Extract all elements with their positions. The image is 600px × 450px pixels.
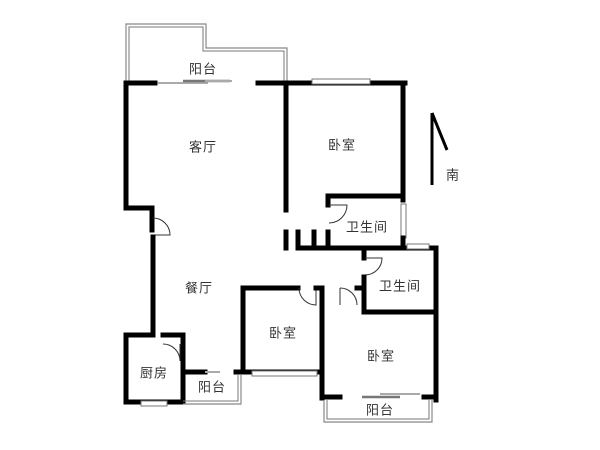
- room-label-bedroom-3: 卧室: [366, 349, 396, 365]
- room-label-master-bedroom: 卧室: [327, 138, 357, 154]
- room-label-balcony-bottom: 阳台: [365, 403, 395, 419]
- compass-north-arrow-icon: [430, 112, 449, 185]
- room-label-bathroom-1: 卫生间: [345, 220, 389, 236]
- room-label-living-room: 客厅: [188, 140, 218, 156]
- room-label-kitchen: 厨房: [139, 366, 169, 382]
- compass-label-south: 南: [445, 168, 461, 184]
- room-label-bedroom-2: 卧室: [268, 326, 298, 342]
- room-label-balcony-top: 阳台: [188, 62, 218, 78]
- balcony-top-outline: [125, 23, 288, 82]
- room-label-balcony-kitchen: 阳台: [197, 380, 227, 396]
- room-label-dining-room: 餐厅: [184, 281, 214, 297]
- room-label-bathroom-2: 卫生间: [378, 279, 422, 295]
